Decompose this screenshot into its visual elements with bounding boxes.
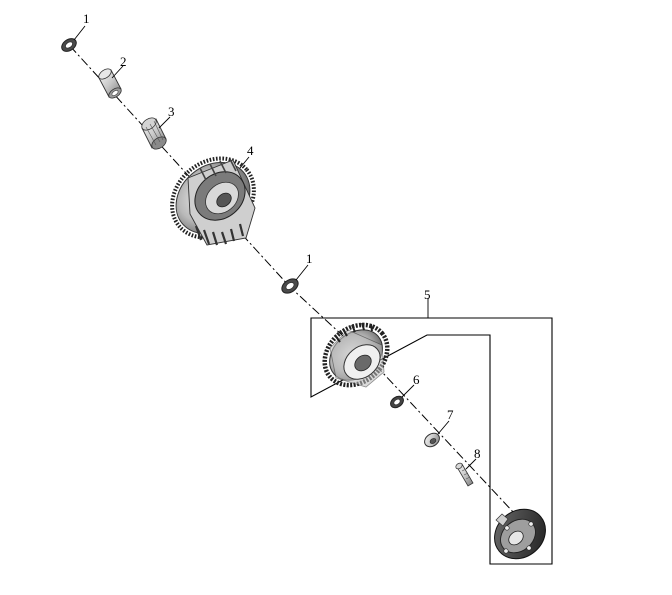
pressure-plate-part [494,508,546,560]
callout-label-4: 4 [247,143,254,158]
callout-label-8: 8 [474,446,481,461]
leader-line-6 [401,384,415,398]
callout-label-7: 7 [447,407,454,422]
nut-part-7 [424,432,440,448]
leader-line-4 [239,156,250,169]
callout-label-1-top: 1 [83,11,90,26]
clutch-housing-part [170,156,256,246]
callout-label-1-mid: 1 [306,251,313,266]
leader-line-7 [437,420,450,435]
leader-line-2 [111,65,124,79]
callout-label-3: 3 [168,104,175,119]
kit-boundary-frame [310,317,553,565]
bolt-part-8 [455,462,474,487]
centre-axis-line [69,45,531,531]
washer-top-part [61,38,77,52]
washer-middle-part [281,278,299,294]
callout-label-5: 5 [424,287,431,302]
needle-bearing-part [141,117,167,150]
leader-line-3 [158,116,171,129]
bushing-part [98,68,122,99]
callout-label-6: 6 [413,372,420,387]
leader-line-1-top [73,25,86,41]
washer-part-6 [390,395,404,409]
leader-line-1-mid [295,264,309,281]
clutch-hub-part [322,322,390,388]
callout-label-2: 2 [120,54,127,69]
leader-line-8 [465,458,477,470]
